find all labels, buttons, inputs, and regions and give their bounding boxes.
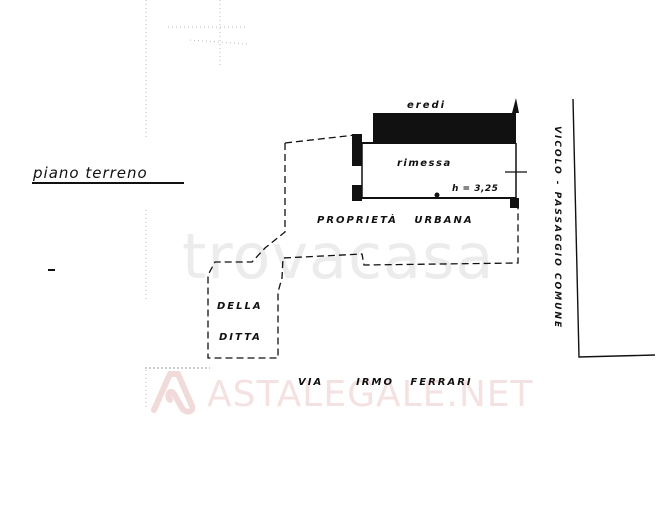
label-proprieta-urbana: PROPRIETÀ URBANA	[317, 215, 474, 226]
label-vicolo: VICOLO - PASSAGGIO COMUNE	[552, 126, 562, 330]
label-street: VIA IRMO FERRARI	[298, 377, 473, 388]
vicolo-boundary	[572, 98, 656, 358]
property-outline	[207, 134, 519, 359]
scan-artifacts	[145, 0, 249, 410]
label-eredi: eredi	[407, 100, 447, 111]
title-underline	[32, 182, 184, 184]
label-della: DELLA	[217, 301, 263, 312]
label-ditta: DITTA	[219, 332, 262, 343]
plan-title: piano terreno	[33, 164, 148, 182]
trovacasa-watermark: trovacasa	[182, 220, 495, 293]
label-rimessa: rimessa	[397, 158, 452, 169]
rimessa-building	[352, 98, 527, 208]
astalegale-watermark: ASTALEGALE.NET	[207, 374, 534, 415]
astalegale-logo-icon	[151, 371, 196, 415]
label-height: h = 3,25	[452, 184, 499, 194]
